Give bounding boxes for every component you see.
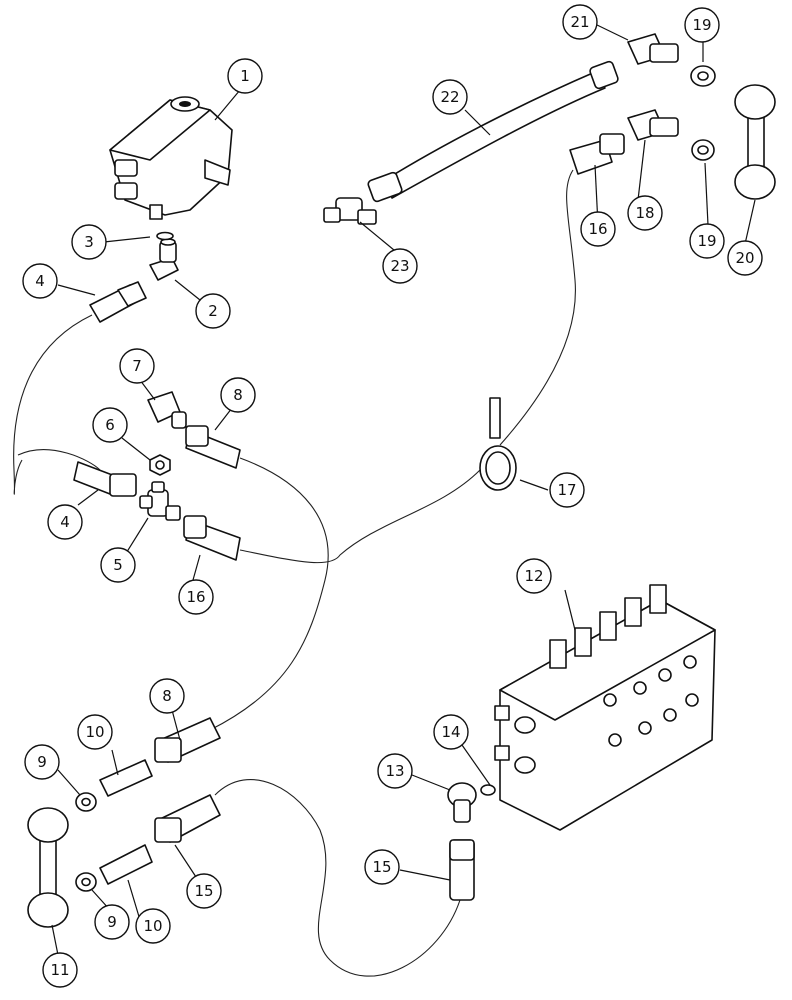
elbow-fitting [149, 238, 179, 281]
svg-text:20: 20 [735, 249, 754, 267]
o-ring [156, 231, 174, 241]
callout-2: 2 [195, 293, 231, 329]
svg-text:16: 16 [186, 588, 205, 606]
svg-text:12: 12 [524, 567, 543, 585]
elbow-fitting [627, 33, 679, 65]
callout-13: 13 [377, 753, 413, 789]
svg-text:8: 8 [162, 687, 172, 705]
svg-text:7: 7 [132, 357, 142, 375]
hose-clamp [479, 397, 517, 491]
svg-text:10: 10 [143, 917, 162, 935]
svg-text:14: 14 [441, 723, 460, 741]
svg-text:3: 3 [84, 233, 94, 251]
hose-line [499, 169, 576, 446]
hose-end-fitting [569, 133, 625, 175]
o-ring [480, 784, 496, 796]
svg-text:5: 5 [113, 556, 123, 574]
callout-5: 5 [100, 547, 136, 583]
callout-10-upper: 10 [77, 714, 113, 750]
hose-line [239, 469, 481, 564]
adapter-fitting [99, 759, 153, 797]
callout-12: 12 [516, 558, 552, 594]
callout-16-upper: 16 [580, 211, 616, 247]
svg-text:6: 6 [105, 416, 115, 434]
hose-end-fitting [449, 839, 475, 901]
adapter-fitting [99, 844, 153, 885]
hex-nut [75, 792, 97, 812]
elbow-fitting [627, 109, 679, 141]
svg-text:19: 19 [692, 16, 711, 34]
leader-lines [51, 23, 756, 956]
callout-1: 1 [227, 58, 263, 94]
svg-text:21: 21 [570, 13, 589, 31]
callout-9-upper: 9 [24, 744, 60, 780]
callout-9-lower: 9 [94, 904, 130, 940]
hose-end-fitting [154, 717, 221, 763]
hose-line [214, 779, 461, 977]
hose-line [13, 314, 93, 495]
hose-end-fitting [154, 794, 221, 843]
svg-text:18: 18 [635, 204, 654, 222]
callout-15-right: 15 [364, 849, 400, 885]
svg-text:15: 15 [372, 858, 391, 876]
callout-11: 11 [42, 952, 78, 988]
hex-nut [149, 454, 171, 476]
tee-fitting [139, 481, 181, 521]
svg-text:23: 23 [390, 257, 409, 275]
hose-end-fitting [73, 461, 137, 497]
control-valve [109, 96, 233, 220]
svg-text:4: 4 [60, 513, 70, 531]
hex-nut [75, 872, 97, 892]
hoses [13, 169, 576, 977]
svg-text:1: 1 [240, 67, 250, 85]
svg-text:4: 4 [35, 272, 45, 290]
hose-line [17, 449, 101, 471]
callout-17: 17 [549, 472, 585, 508]
svg-text:13: 13 [385, 762, 404, 780]
callout-14: 14 [433, 714, 469, 750]
elbow-fitting [147, 391, 187, 429]
callout-19-lower: 19 [689, 223, 725, 259]
hex-nut [690, 65, 716, 87]
callout-20: 20 [727, 240, 763, 276]
tube-assembly [734, 84, 776, 200]
hose-end-fitting [89, 281, 147, 323]
tube-assembly [27, 807, 69, 928]
hose-end-fitting [185, 425, 241, 469]
callout-10-lower: 10 [135, 908, 171, 944]
callout-21: 21 [562, 4, 598, 40]
svg-text:16: 16 [588, 220, 607, 238]
svg-text:10: 10 [85, 723, 104, 741]
callout-6: 6 [92, 407, 128, 443]
svg-text:2: 2 [208, 302, 218, 320]
svg-text:22: 22 [440, 88, 459, 106]
elbow-fitting [447, 782, 477, 823]
callout-8-upper: 8 [220, 377, 256, 413]
callout-3: 3 [71, 224, 107, 260]
callout-4-upper: 4 [22, 263, 58, 299]
hex-nut [691, 139, 715, 161]
svg-text:9: 9 [37, 753, 47, 771]
svg-text:9: 9 [107, 913, 117, 931]
svg-text:15: 15 [194, 882, 213, 900]
callout-23: 23 [382, 248, 418, 284]
hose-assembly [367, 60, 619, 203]
callout-7: 7 [119, 348, 155, 384]
hose-line [209, 457, 329, 731]
callout-8-lower: 8 [149, 678, 185, 714]
callout-15-left: 15 [186, 873, 222, 909]
callout-19-upper: 19 [684, 7, 720, 43]
callout-18: 18 [627, 195, 663, 231]
svg-text:8: 8 [233, 386, 243, 404]
tee-fitting [323, 197, 377, 225]
svg-text:19: 19 [697, 232, 716, 250]
svg-text:17: 17 [557, 481, 576, 499]
valve-bank [494, 584, 716, 831]
callout-16-lower: 16 [178, 579, 214, 615]
callout-22: 22 [432, 79, 468, 115]
callout-4-lower: 4 [47, 504, 83, 540]
svg-text:11: 11 [50, 961, 69, 979]
hose-end-fitting [183, 515, 241, 561]
